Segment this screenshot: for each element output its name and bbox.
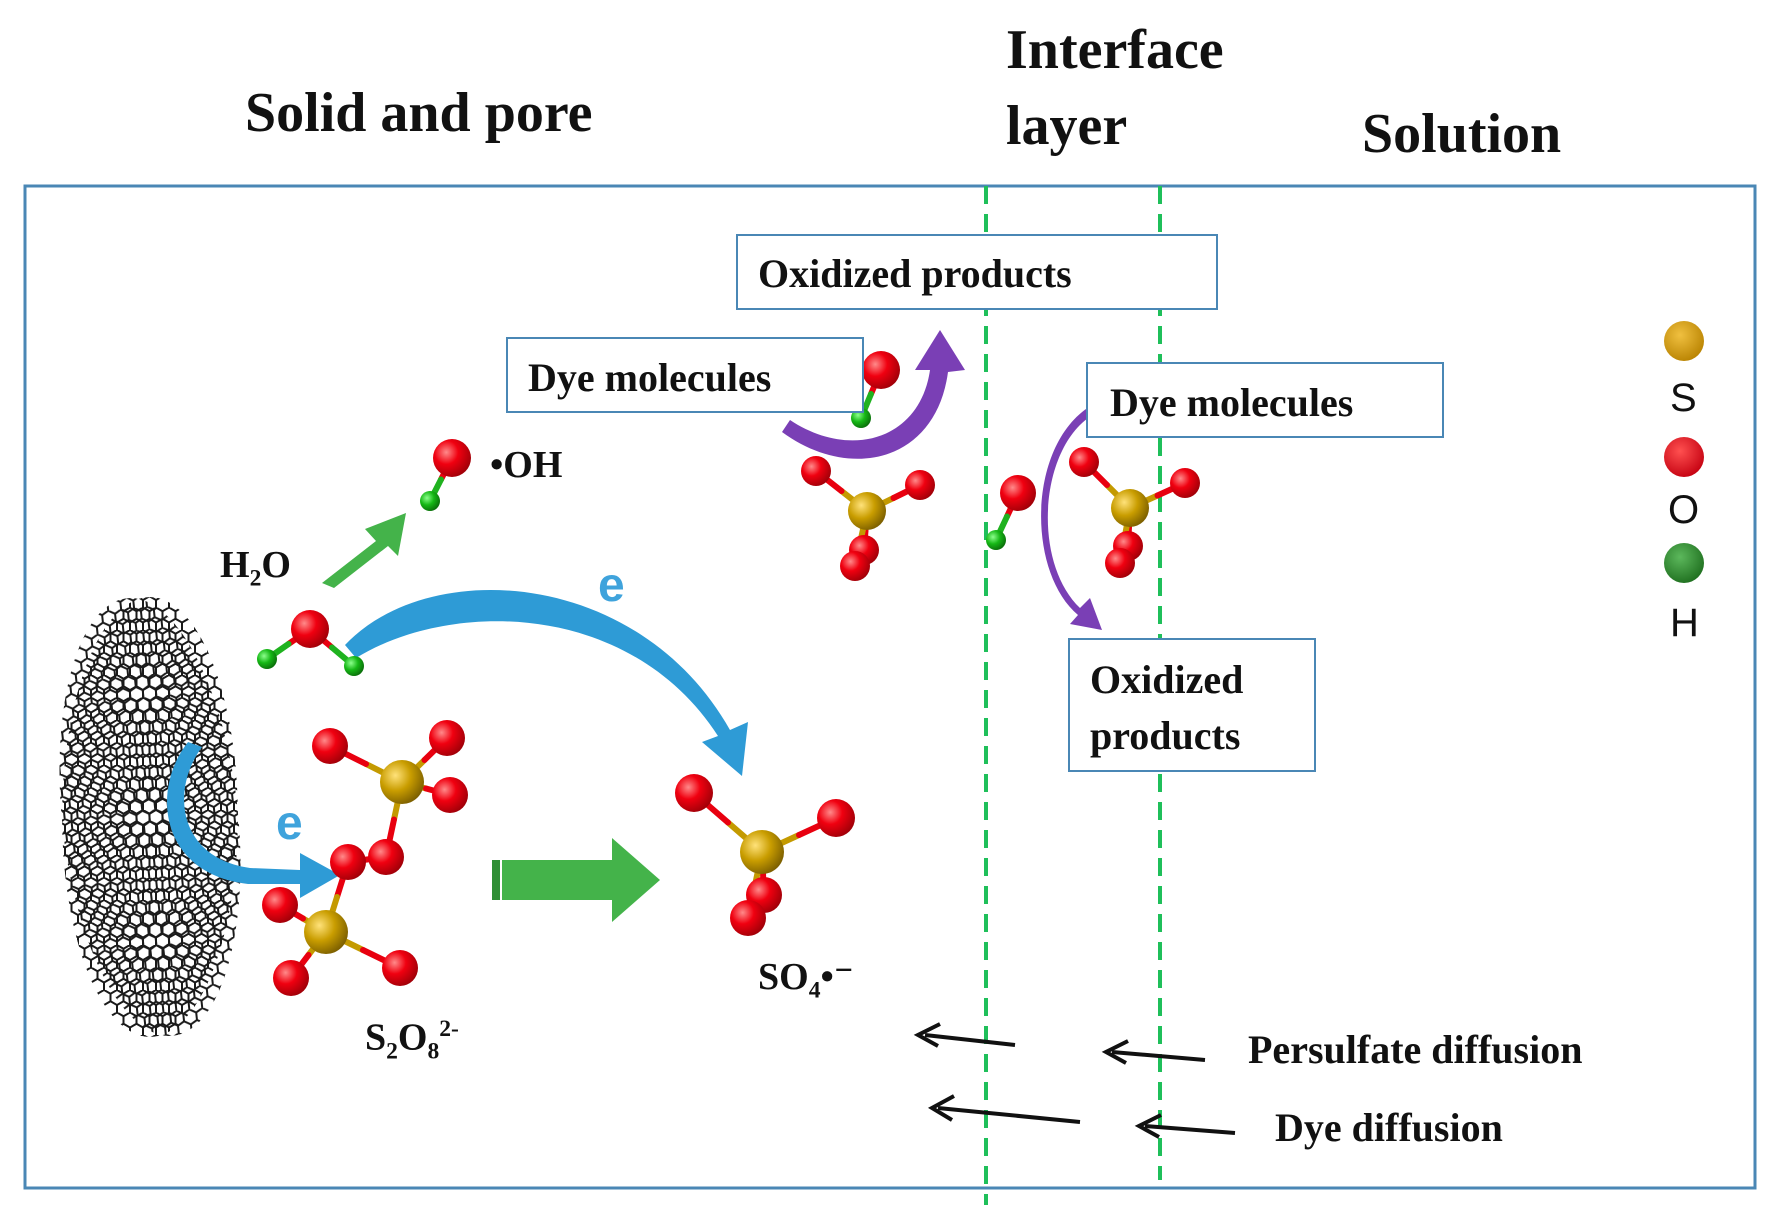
sulfur-atom bbox=[380, 760, 424, 804]
sulfur-atom bbox=[1111, 489, 1149, 527]
dye-diffusion-label: Dye diffusion bbox=[1275, 1105, 1503, 1150]
oxygen-atom bbox=[1000, 475, 1036, 511]
sulfate-radical-interface-right bbox=[1069, 447, 1200, 578]
oxygen-atom bbox=[433, 439, 471, 477]
oxygen-atom bbox=[273, 960, 309, 996]
oxygen-atom bbox=[429, 720, 465, 756]
hydrogen-atom bbox=[851, 408, 871, 428]
reaction-arrow-water-to-hydroxyl bbox=[322, 513, 406, 588]
oxidized-products-label-top: Oxidized products bbox=[758, 251, 1072, 296]
hydroxyl-radical-label: •OH bbox=[490, 444, 563, 486]
dye-diffusion-arrows bbox=[927, 1094, 1236, 1139]
hydroxyl-radical-top bbox=[851, 351, 900, 428]
water-molecule bbox=[257, 610, 364, 676]
header-interface-line1: Interface bbox=[1006, 19, 1224, 81]
oxygen-atom bbox=[905, 470, 935, 500]
legend-hydrogen-sphere bbox=[1664, 543, 1704, 583]
hydrogen-atom bbox=[986, 530, 1006, 550]
oxygen-atom bbox=[312, 728, 348, 764]
oxygen-atom bbox=[675, 774, 713, 812]
legend-sulfur-sphere bbox=[1664, 321, 1704, 361]
dye-molecules-label-left: Dye molecules bbox=[528, 355, 772, 400]
hydroxyl-radical-interface bbox=[986, 475, 1036, 550]
persulfate-label: S2O82- bbox=[365, 1016, 459, 1065]
molecule-models bbox=[257, 351, 1200, 996]
sulfate-radical-interface-left bbox=[801, 456, 935, 581]
diagram-frame bbox=[23, 184, 1757, 1190]
hydroxyl-radical-molecule bbox=[420, 439, 471, 511]
oxygen-atom bbox=[1105, 548, 1135, 578]
oxidized-products-label-right-line1: Oxidized bbox=[1090, 657, 1244, 702]
oxygen-atom bbox=[862, 351, 900, 389]
legend-oxygen-sphere bbox=[1664, 437, 1704, 477]
header-interface-line2: layer bbox=[1006, 95, 1128, 157]
sulfur-atom bbox=[304, 910, 348, 954]
sulfate-radical-molecule bbox=[675, 774, 855, 936]
dye-molecules-label-right: Dye molecules bbox=[1110, 380, 1354, 425]
oxygen-atom bbox=[1069, 447, 1099, 477]
oxygen-atom bbox=[840, 551, 870, 581]
oxygen-atom bbox=[262, 887, 298, 923]
legend-hydrogen-label: H bbox=[1670, 601, 1699, 645]
dye-molecules-box-right: Dye molecules bbox=[1086, 362, 1444, 438]
oxygen-atom bbox=[801, 456, 831, 486]
oxygen-atom bbox=[432, 777, 468, 813]
legend-sulfur-label: S bbox=[1670, 376, 1697, 420]
graphene-sheet bbox=[39, 589, 261, 1045]
oxygen-atom bbox=[1170, 468, 1200, 498]
legend-oxygen-label: O bbox=[1668, 488, 1700, 532]
sulfur-atom bbox=[740, 830, 784, 874]
hydrogen-atom bbox=[420, 491, 440, 511]
electron-label-upper: e bbox=[598, 559, 625, 612]
oxidized-products-box-top: Oxidized products bbox=[736, 234, 1218, 310]
persulfate-molecule bbox=[262, 720, 468, 996]
oxygen-atom bbox=[817, 799, 855, 837]
oxidized-products-box-right: Oxidized products bbox=[1068, 638, 1316, 772]
water-label: H2O bbox=[220, 544, 291, 592]
electron-arrow-to-persulfate bbox=[167, 742, 340, 898]
sulfate-radical-label: SO4•⁻ bbox=[758, 956, 854, 1004]
oxidation-arrow-right bbox=[1041, 404, 1102, 630]
persulfate-diffusion-label: Persulfate diffusion bbox=[1248, 1027, 1583, 1072]
oxidized-products-label-right-line2: products bbox=[1090, 713, 1241, 758]
electron-arrow-to-sulfate bbox=[345, 589, 748, 776]
hydrogen-atom bbox=[344, 656, 364, 676]
oxygen-atom bbox=[382, 950, 418, 986]
oxygen-atom bbox=[368, 839, 404, 875]
dye-molecules-box-left: Dye molecules bbox=[506, 337, 864, 413]
sulfur-atom bbox=[848, 492, 886, 530]
oxygen-atom bbox=[730, 900, 766, 936]
hydrogen-atom bbox=[257, 649, 277, 669]
header-solution: Solution bbox=[1362, 103, 1562, 165]
oxygen-atom bbox=[330, 844, 366, 880]
oxygen-atom bbox=[291, 610, 329, 648]
persulfate-diffusion-arrows bbox=[913, 1022, 1206, 1065]
reaction-arrow-persulfate-to-sulfate bbox=[492, 838, 660, 922]
oxidation-arrow-top bbox=[782, 330, 965, 459]
electron-label-lower: e bbox=[276, 797, 303, 850]
header-solid-and-pore: Solid and pore bbox=[245, 82, 593, 144]
